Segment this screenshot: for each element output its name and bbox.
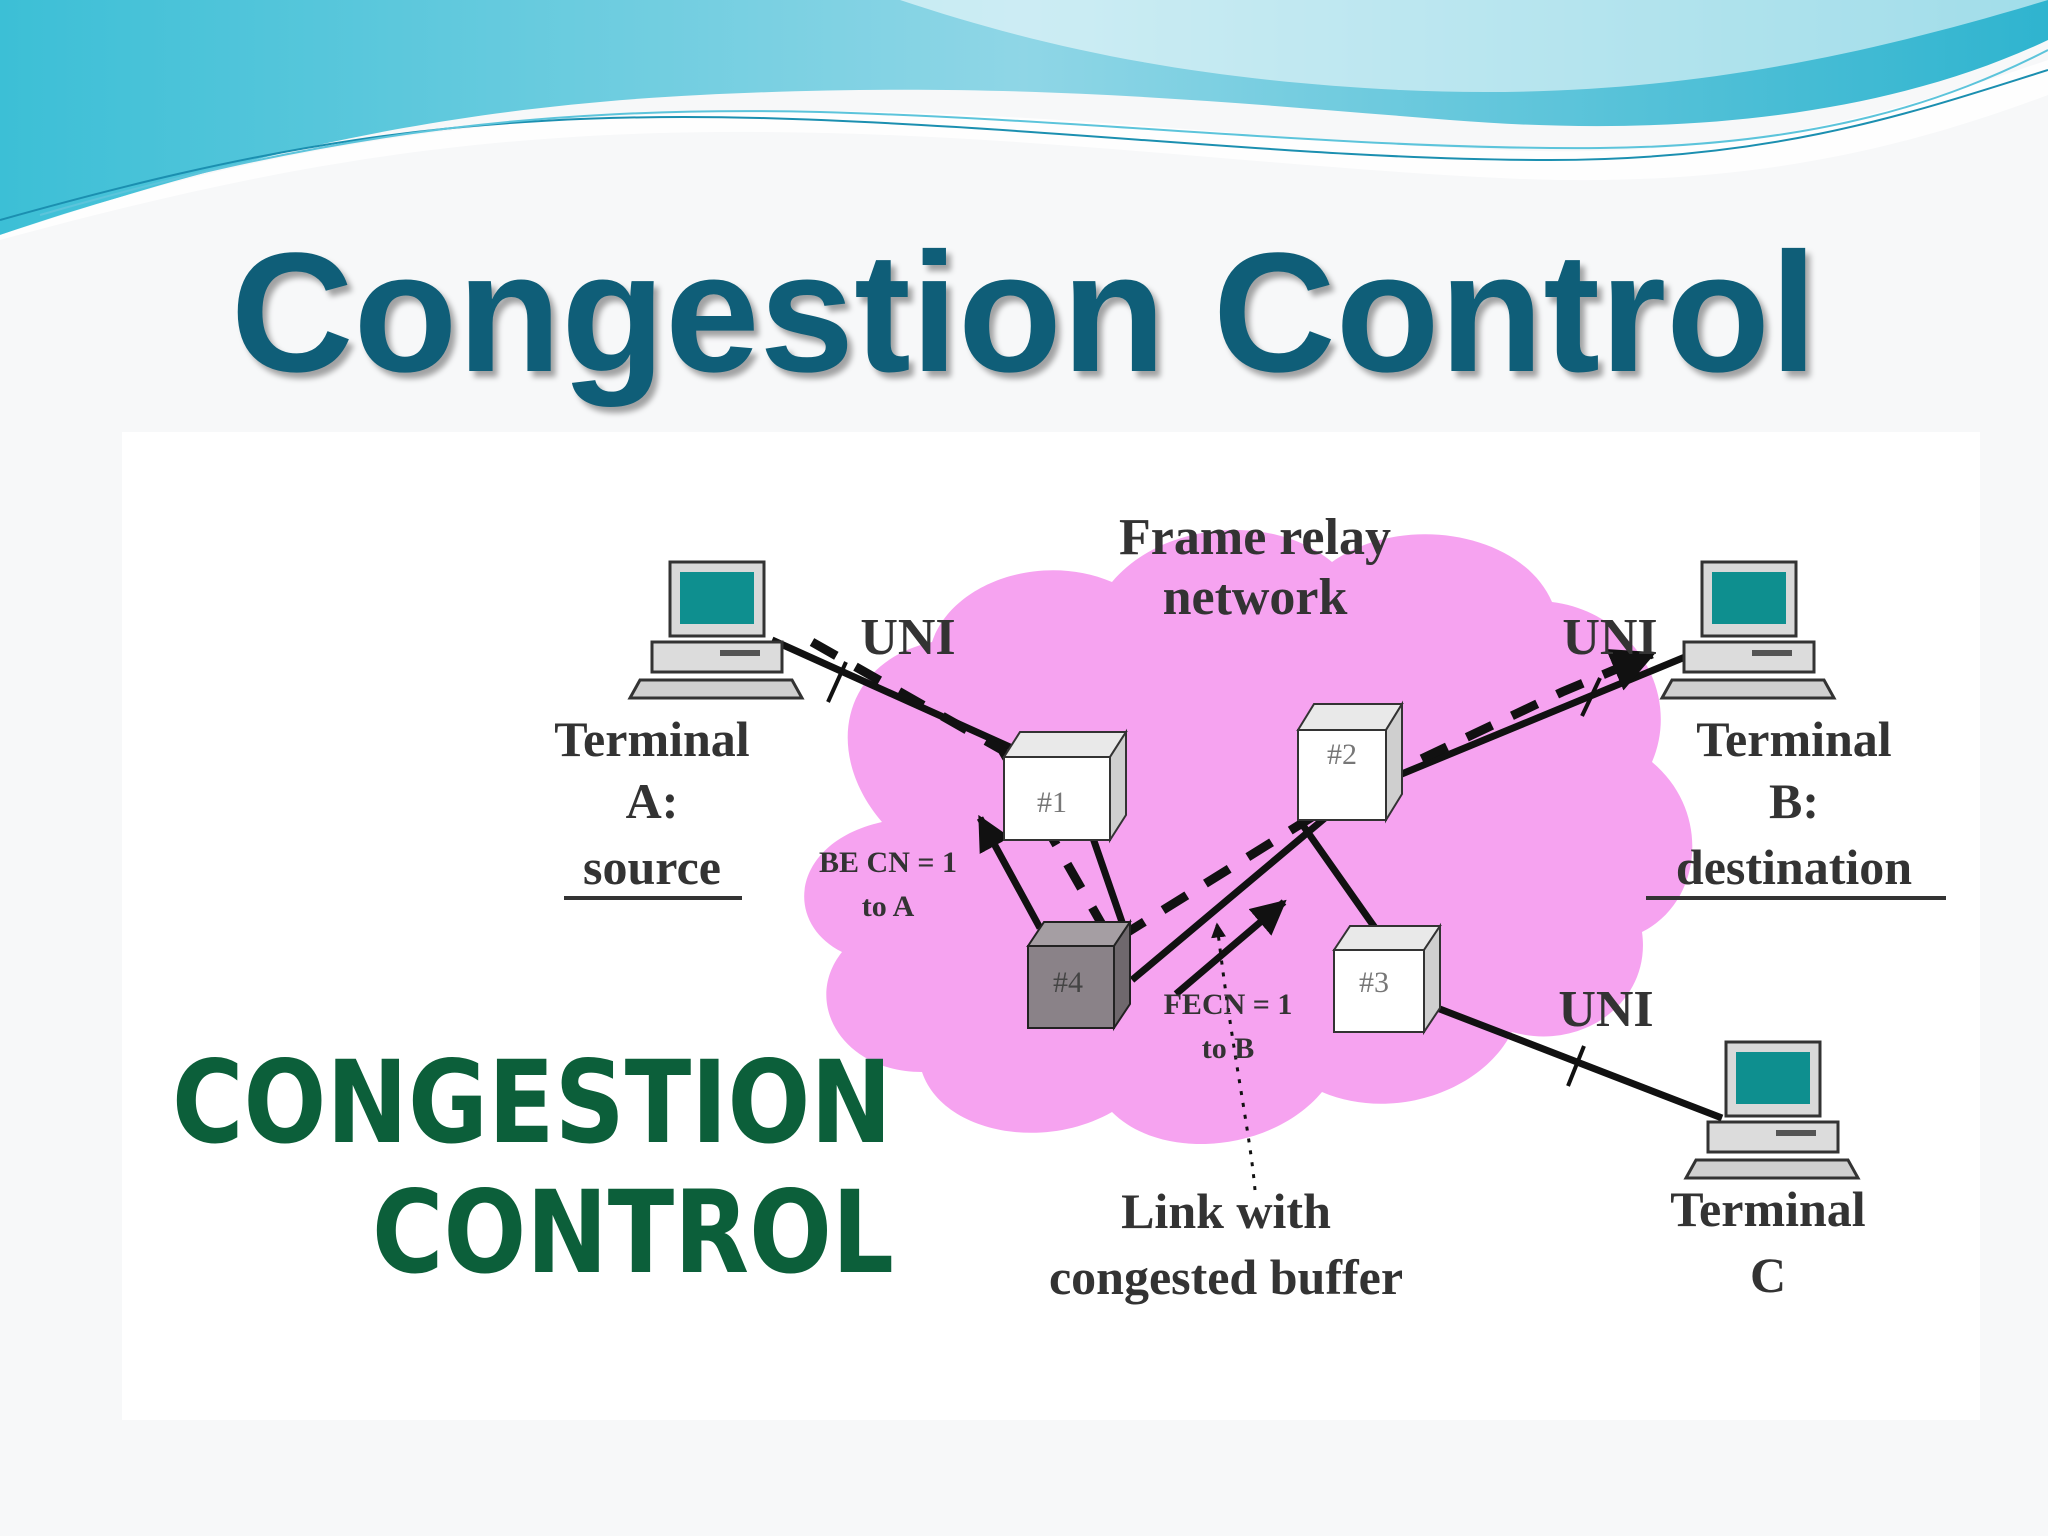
computer-icon [1683,1040,1861,1180]
diagram-panel: Frame relay network # [122,432,1980,1420]
terminal-c-line1: Terminal [1670,1181,1865,1237]
traffic-path [809,638,1657,949]
uni-ticks [826,661,1602,1087]
becn-label-line1: BE CN = 1 [819,846,957,879]
node-2-label: #2 [1327,738,1357,771]
becn-arrow [976,814,1044,930]
network-cloud [804,529,1693,1145]
uni-label-b: UNI [1562,609,1657,666]
header-wave [0,0,2048,240]
node-1-label: #1 [1037,786,1067,819]
banner-line2: CONTROL [372,1166,894,1299]
node-4-label: #4 [1053,966,1083,999]
terminal-a-line2: A: [626,773,679,829]
terminal-c-line2: C [1750,1247,1786,1303]
computer-icon [1659,560,1837,700]
node-2: #2 [1296,700,1404,824]
node-3-label: #3 [1359,966,1389,999]
fecn-arrow [1173,899,1287,997]
congested-link-label-line2: congested buffer [1049,1249,1403,1305]
banner-line1: CONGESTION [172,1036,892,1169]
terminal-b-line3: destination [1676,839,1912,895]
terminal-b-line1: Terminal [1696,711,1891,767]
fecn-label-line2: to B [1202,1032,1255,1065]
frame-relay-diagram: Frame relay network # [172,509,1946,1305]
slide-title: Congestion Control [230,218,1818,408]
cloud-label-line1: Frame relay [1119,509,1391,566]
uni-label-c: UNI [1558,981,1653,1038]
node-3: #3 [1332,922,1442,1036]
fecn-label-line1: FECN = 1 [1164,988,1293,1021]
terminal-a-line3: source [583,839,721,895]
terminal-a-line1: Terminal [554,711,749,767]
becn-label-line2: to A [862,890,915,923]
terminal-b-line2: B: [1769,773,1819,829]
uni-label-a: UNI [860,609,955,666]
node-4-congested: #4 [1026,918,1132,1032]
congested-link-label-line1: Link with [1121,1183,1331,1239]
node-1: #1 [1002,728,1128,844]
computer-icon [627,560,805,700]
cloud-label-line2: network [1163,569,1348,626]
